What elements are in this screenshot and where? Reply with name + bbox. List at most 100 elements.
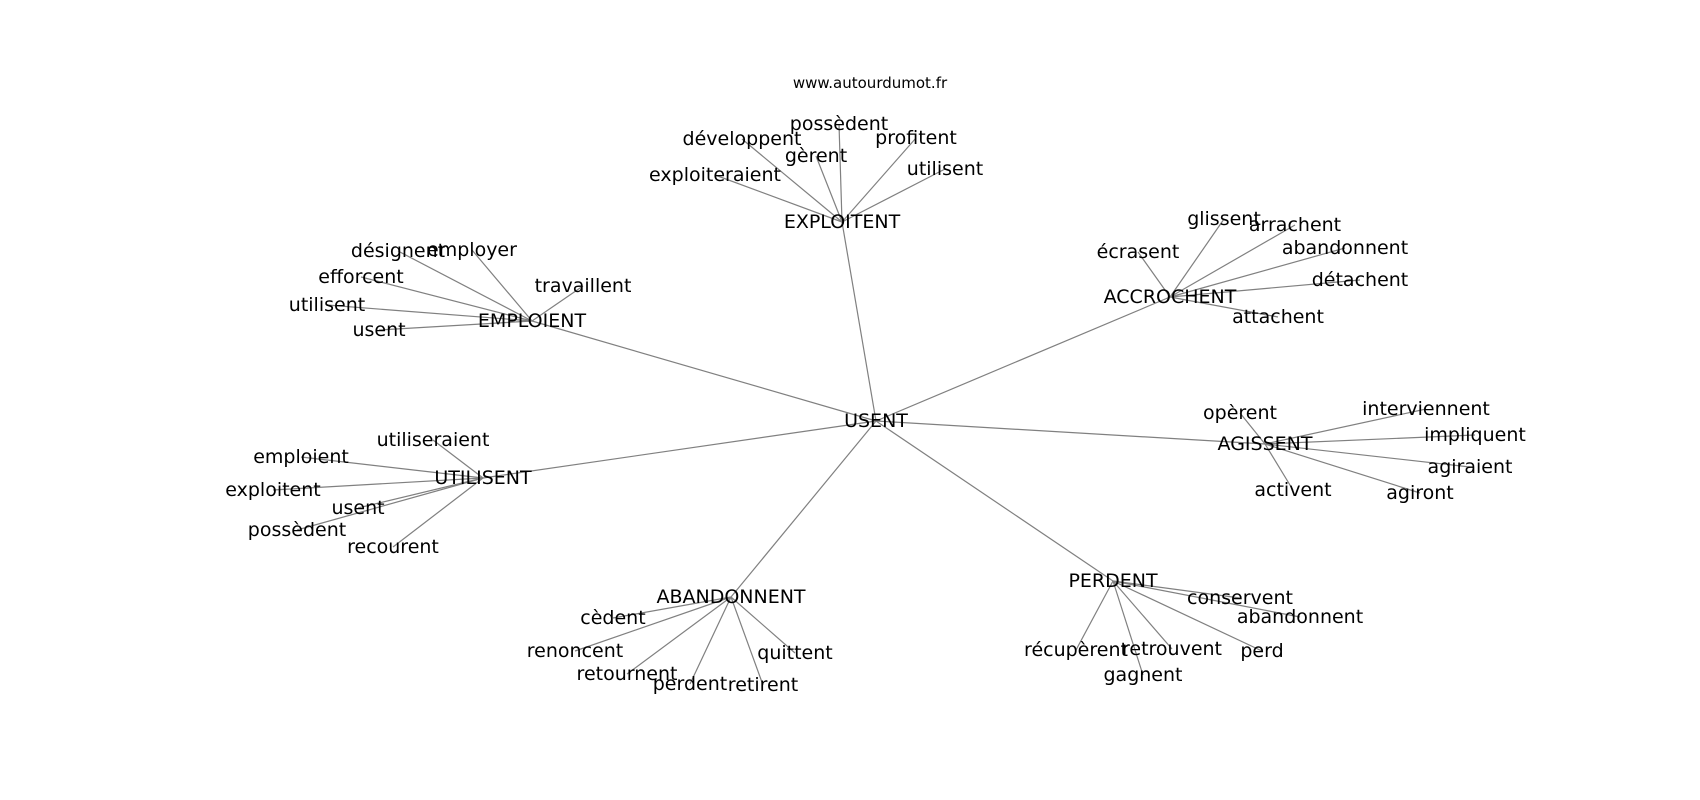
cluster-node-label: ACCROCHENT: [1104, 286, 1237, 308]
leaf-node-label: attachent: [1232, 306, 1324, 328]
edge-cluster-leaf: [1112, 580, 1144, 676]
leaf-node-label: détachent: [1312, 269, 1409, 291]
leaf-node-label: agiront: [1386, 482, 1454, 504]
edge-cluster-leaf: [1264, 443, 1471, 468]
edge-cluster-leaf: [841, 137, 917, 223]
leaf-node-label: quittent: [757, 642, 832, 664]
edge-cluster-leaf: [1112, 580, 1241, 599]
cluster-node-label: UTILISENT: [434, 467, 532, 489]
leaf-node-label: utilisent: [289, 294, 365, 316]
edge-cluster-leaf: [841, 168, 946, 223]
edge-center-cluster: [730, 420, 877, 598]
edge-cluster-leaf: [300, 456, 484, 479]
edge-cluster-leaf: [397, 250, 533, 322]
leaf-node-label: utilisent: [907, 158, 983, 180]
edge-cluster-leaf: [1264, 443, 1294, 491]
edge-cluster-leaf: [1112, 580, 1173, 650]
edge-cluster-leaf: [392, 477, 484, 548]
leaf-node-label: développent: [683, 128, 802, 150]
watermark: www.autourdumot.fr: [793, 74, 948, 92]
leaf-node-label: retrouvent: [1122, 638, 1222, 660]
leaf-node-label: possèdent: [248, 519, 346, 541]
edge-cluster-leaf: [838, 123, 843, 223]
cluster-node-label: EXPLOITENT: [784, 211, 901, 233]
leaf-node-label: travaillent: [535, 275, 632, 297]
edge-cluster-leaf: [1169, 279, 1361, 298]
edge-cluster-leaf: [1264, 443, 1421, 494]
leaf-node-label: retournent: [577, 663, 678, 685]
leaf-node-label: renoncent: [527, 640, 623, 662]
leaf-node-label: activent: [1254, 479, 1331, 501]
edge-cluster-leaf: [1075, 580, 1114, 651]
leaf-node-label: possèdent: [790, 113, 888, 135]
edge-cluster-leaf: [730, 596, 764, 686]
leaf-node-label: retirent: [728, 674, 798, 696]
leaf-node-label: recourent: [347, 536, 439, 558]
edge-center-cluster: [875, 420, 1266, 445]
leaf-node-label: usent: [352, 319, 405, 341]
edge-cluster-leaf: [1112, 580, 1301, 618]
center-node-label: USENT: [844, 410, 908, 432]
edge-cluster-leaf: [689, 596, 732, 685]
cluster-node-label: EMPLOIENT: [478, 310, 587, 332]
leaf-node-label: arrachent: [1249, 214, 1341, 236]
edge-cluster-leaf: [272, 477, 484, 491]
leaf-node-label: conservent: [1187, 587, 1293, 609]
edge-cluster-leaf: [1137, 251, 1171, 298]
edge-cluster-leaf: [1169, 224, 1296, 298]
edge-cluster-leaf: [1239, 412, 1266, 445]
cluster-node-label: PERDENT: [1068, 570, 1158, 592]
leaf-node-label: abandonnent: [1282, 237, 1408, 259]
edge-cluster-leaf: [1169, 247, 1346, 298]
leaf-node-label: exploiteraient: [649, 164, 781, 186]
leaf-node-label: perd: [1240, 640, 1283, 662]
edge-center-cluster: [841, 221, 877, 422]
leaf-node-label: impliquent: [1424, 424, 1526, 446]
leaf-node-label: efforcent: [318, 266, 403, 288]
edge-cluster-leaf: [432, 439, 484, 479]
edges-layer: [272, 123, 1476, 686]
edge-center-cluster: [875, 420, 1114, 582]
leaf-node-label: profitent: [875, 127, 957, 149]
edge-cluster-leaf: [471, 249, 533, 322]
cluster-node-label: AGISSENT: [1218, 433, 1313, 455]
edge-center-cluster: [531, 320, 877, 422]
leaf-node-label: opèrent: [1203, 402, 1277, 424]
edge-cluster-leaf: [378, 320, 533, 331]
leaf-node-label: exploitent: [225, 479, 320, 501]
edge-cluster-leaf: [296, 477, 484, 531]
edge-cluster-leaf: [360, 276, 533, 322]
leaf-node-label: abandonnent: [1237, 606, 1363, 628]
edge-cluster-leaf: [730, 596, 796, 654]
edge-cluster-leaf: [626, 596, 732, 675]
leaf-node-label: emploient: [253, 446, 349, 468]
leaf-node-label: agiraient: [1428, 456, 1513, 478]
edge-center-cluster: [482, 420, 877, 479]
leaf-node-label: interviennent: [1362, 398, 1490, 420]
leaf-node-label: usent: [331, 497, 384, 519]
edge-cluster-leaf: [531, 285, 584, 322]
leaf-node-label: récupèrent: [1024, 639, 1128, 661]
leaf-node-label: écrasent: [1097, 241, 1180, 263]
edge-cluster-leaf: [612, 596, 732, 619]
edge-cluster-leaf: [1264, 434, 1476, 445]
edge-cluster-leaf: [574, 596, 732, 652]
edge-cluster-leaf: [815, 155, 843, 223]
edge-center-cluster: [875, 296, 1171, 422]
leaf-node-label: désignent: [351, 240, 445, 262]
edge-cluster-leaf: [1112, 580, 1263, 652]
leaf-node-label: employer: [427, 239, 517, 261]
edge-cluster-leaf: [1264, 408, 1427, 445]
leaf-node-label: utiliseraient: [377, 429, 490, 451]
edge-cluster-leaf: [326, 304, 533, 322]
cluster-node-label: ABANDONNENT: [656, 586, 805, 608]
edge-cluster-leaf: [741, 138, 843, 223]
edge-cluster-leaf: [357, 477, 484, 509]
leaf-node-label: perdent: [653, 673, 727, 695]
edge-cluster-leaf: [1169, 218, 1225, 298]
edge-cluster-leaf: [714, 174, 843, 223]
leaf-node-label: gèrent: [785, 145, 847, 167]
leaf-node-label: glissent: [1187, 208, 1261, 230]
